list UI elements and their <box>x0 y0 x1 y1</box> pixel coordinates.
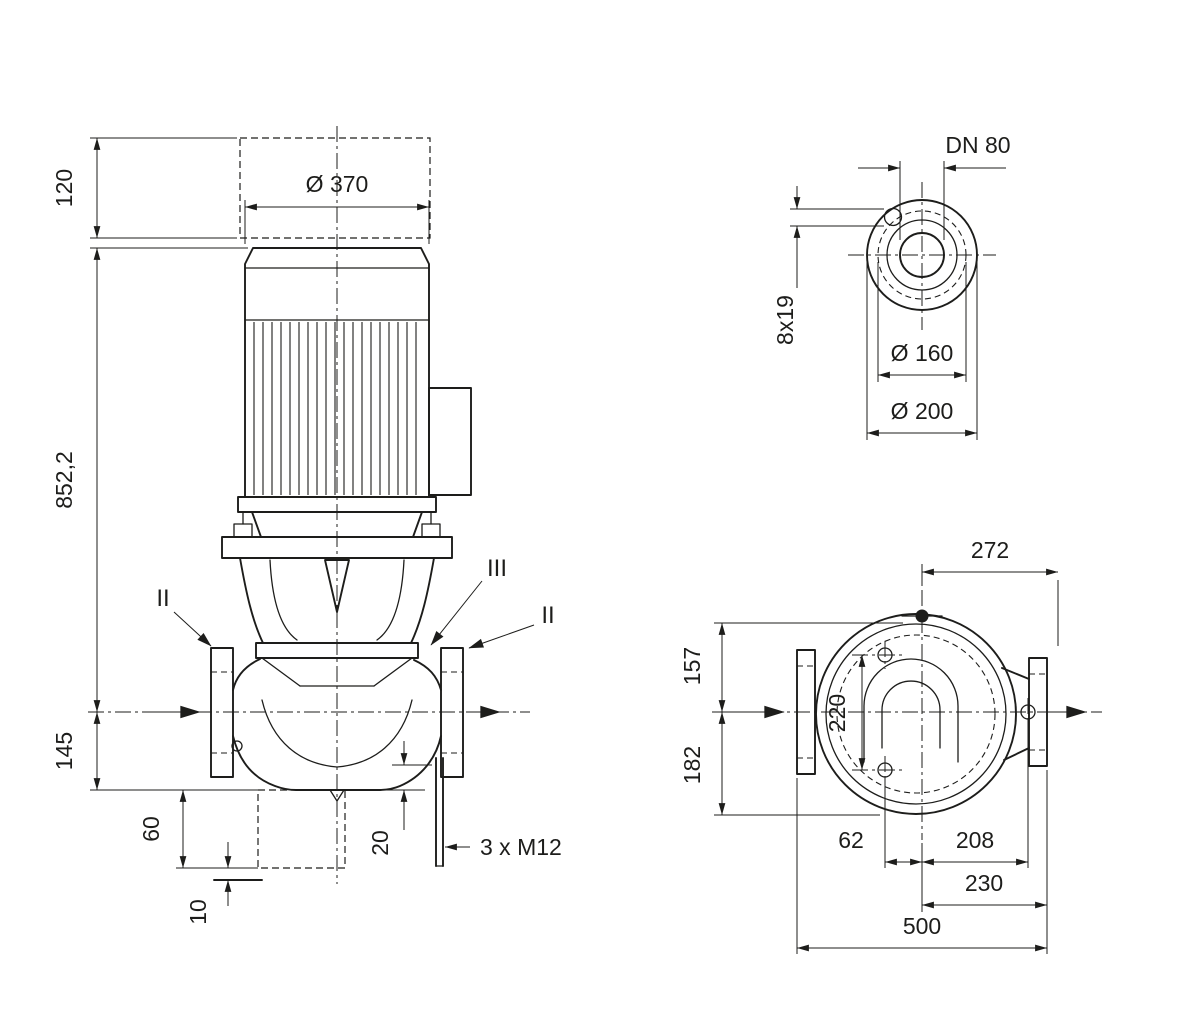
dim-10-label: 10 <box>185 899 211 925</box>
suction-channel-inner <box>881 680 941 749</box>
dim-220-label: 220 <box>824 694 850 732</box>
raised-face-circle <box>886 219 958 291</box>
flange-outer-dia-label: Ø 200 <box>891 398 954 424</box>
section-ii-left-label: II <box>156 585 169 612</box>
dim-motor-diameter-label: Ø 370 <box>306 171 369 197</box>
dim-20-label: 20 <box>367 830 393 856</box>
section-leader-right <box>468 624 535 649</box>
motor <box>237 247 472 513</box>
bolt-count-label: 3 x M12 <box>480 834 562 860</box>
terminal-box <box>428 387 472 496</box>
dim-120-label: 120 <box>51 169 77 207</box>
dim-500-label: 500 <box>903 913 941 939</box>
vent-plug <box>915 609 929 623</box>
dim-62-label: 62 <box>838 827 864 853</box>
dim-182-label: 182 <box>679 746 705 784</box>
section-leader-iii <box>430 580 483 646</box>
suction-flange-top <box>796 649 816 775</box>
bolt-circle-dia-label: Ø 160 <box>891 340 954 366</box>
flange-view: 8x19 DN 80 Ø 160 Ø 200 <box>772 132 1011 440</box>
bolt-circle <box>877 210 967 300</box>
dim-272-label: 272 <box>971 537 1009 563</box>
bolt-hole <box>883 207 903 227</box>
support-flange <box>221 536 453 559</box>
section-ii-right-label: II <box>541 602 554 629</box>
dim-157-label: 157 <box>679 647 705 685</box>
discharge-flange-top <box>1028 657 1048 767</box>
dim-60-label: 60 <box>138 816 164 842</box>
dim-total-height-label: 852,2 <box>51 451 77 509</box>
bolt-hole-dim-label: 8x19 <box>772 295 798 345</box>
dim-230-label: 230 <box>965 870 1003 896</box>
drain-tip <box>329 789 345 802</box>
shaft-coupling <box>324 559 350 613</box>
bore-circle <box>899 232 945 278</box>
section-iii-label: III <box>487 555 507 582</box>
front-dimensions: 120 Ø 370 852,2 145 60 10 20 3 x M12 II … <box>51 137 562 925</box>
section-leader-left <box>173 611 212 647</box>
foundation-box <box>257 789 346 869</box>
flange-centerlines <box>848 182 996 330</box>
top-centerlines <box>740 590 1102 840</box>
dim-145-label: 145 <box>51 732 77 770</box>
dn80-label: DN 80 <box>945 132 1010 158</box>
flange-dimensions: 8x19 DN 80 Ø 160 Ø 200 <box>772 132 1011 440</box>
bolt-left <box>233 523 253 538</box>
motor-removal-space <box>239 137 431 239</box>
front-centerlines <box>88 126 530 884</box>
lantern <box>221 511 453 644</box>
bolt-right <box>421 523 441 538</box>
suction-channel-outer <box>863 658 959 763</box>
top-dimensions: 272 157 182 220 62 208 230 50 <box>679 537 1059 954</box>
discharge-flange <box>440 647 464 778</box>
front-view: 120 Ø 370 852,2 145 60 10 20 3 x M12 II … <box>51 126 562 925</box>
volute-top <box>815 609 1030 815</box>
gauge-port <box>231 740 243 752</box>
top-view: 272 157 182 220 62 208 230 50 <box>679 537 1102 954</box>
suction-flange <box>210 647 234 778</box>
flange-outer-circle <box>866 199 978 311</box>
dim-208-label: 208 <box>956 827 994 853</box>
volute-casing <box>213 642 444 881</box>
